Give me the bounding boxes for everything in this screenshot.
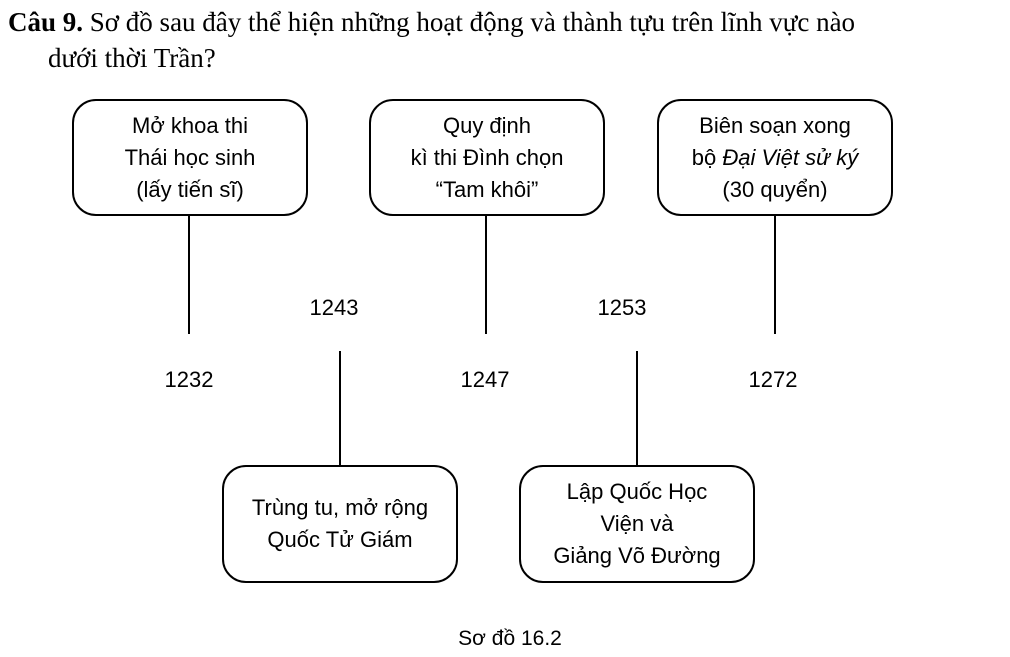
diagram-caption: Sơ đồ 16.2 bbox=[458, 627, 562, 650]
event-1253-line-2: Viện và bbox=[600, 511, 674, 536]
connector-1247 bbox=[485, 216, 487, 334]
event-box-1232: Mở khoa thi Thái học sinh (lấy tiến sĩ) bbox=[72, 99, 308, 216]
question-text: Câu 9. Sơ đồ sau đây thể hiện những hoạt… bbox=[8, 4, 1003, 76]
year-1232: 1232 bbox=[164, 367, 214, 392]
event-1247-line-1: Quy định bbox=[442, 112, 532, 138]
event-box-1253: Lập Quốc Học Viện và Giảng Võ Đường bbox=[519, 465, 755, 583]
year-1247: 1247 bbox=[460, 367, 510, 392]
year-1272: 1272 bbox=[748, 367, 798, 392]
event-1272-line-2-prefix: bộ bbox=[691, 144, 723, 170]
question-line-1: Sơ đồ sau đây thể hiện những hoạt động v… bbox=[89, 7, 856, 37]
event-1243-line-1: Trùng tu, mở rộng bbox=[251, 495, 429, 520]
event-1272-book-title: Đại Việt sử ký bbox=[722, 144, 859, 170]
event-1272-line-3: (30 quyển) bbox=[722, 176, 828, 202]
event-1272-line-1: Biên soạn xong bbox=[699, 112, 851, 138]
connector-1272 bbox=[774, 216, 776, 334]
event-1253-line-1: Lập Quốc Học bbox=[566, 479, 708, 504]
event-1247-line-2: kì thi Đình chọn bbox=[410, 144, 564, 170]
connector-1232 bbox=[188, 216, 190, 334]
event-1272-line-2: bộ Đại Việt sử ký bbox=[692, 142, 858, 174]
event-1232-line-2: Thái học sinh bbox=[124, 144, 256, 170]
year-1243: 1243 bbox=[309, 295, 359, 320]
year-1253: 1253 bbox=[597, 295, 647, 320]
question-number: Câu 9. bbox=[8, 7, 84, 37]
event-1232-line-3: (lấy tiến sĩ) bbox=[136, 176, 244, 202]
event-1232-line-1: Mở khoa thi bbox=[132, 112, 248, 138]
event-1243-line-2: Quốc Tử Giám bbox=[267, 527, 413, 552]
event-box-1243: Trùng tu, mở rộng Quốc Tử Giám bbox=[222, 465, 458, 583]
event-1253-line-3: Giảng Võ Đường bbox=[553, 543, 721, 568]
event-1247-line-3: “Tam khôi” bbox=[435, 176, 539, 202]
question-line-2: dưới thời Trần? bbox=[48, 43, 216, 73]
event-box-1247: Quy định kì thi Đình chọn “Tam khôi” bbox=[369, 99, 605, 216]
event-box-1272: Biên soạn xong bộ Đại Việt sử ký (30 quy… bbox=[657, 99, 893, 216]
connector-1253 bbox=[636, 351, 638, 466]
connector-1243 bbox=[339, 351, 341, 466]
